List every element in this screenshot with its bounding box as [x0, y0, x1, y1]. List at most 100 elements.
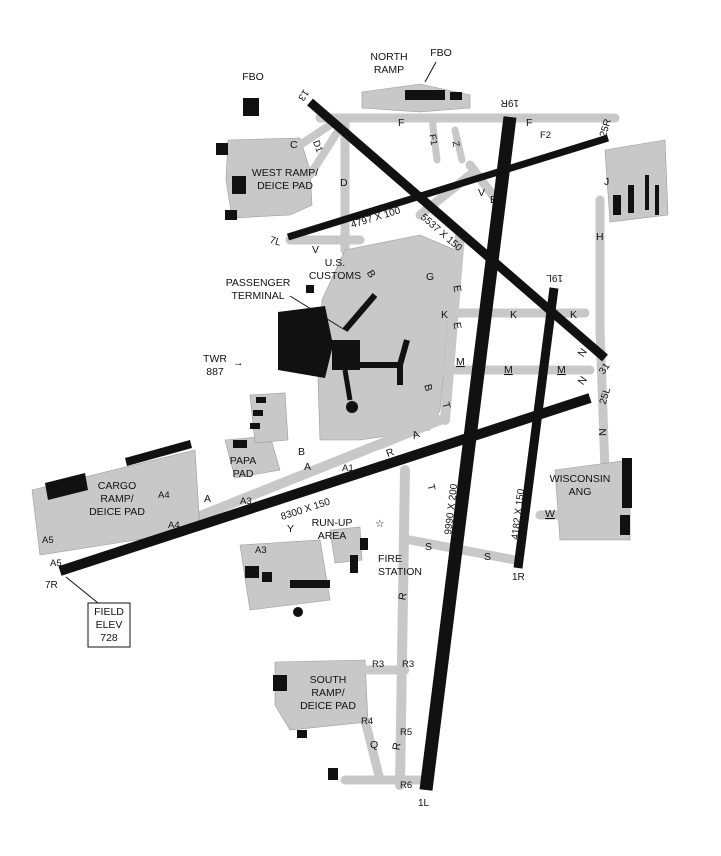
twy-label-r3-1: R3: [372, 659, 384, 670]
south-ramp-building-2: [297, 730, 307, 738]
buildings-layer: [45, 90, 659, 780]
south-building-3: [290, 580, 330, 588]
twy-label-k-west: K: [441, 309, 448, 321]
twy-label-n-east2: N: [576, 374, 590, 387]
west-ramp-label-1: WEST RAMP/: [252, 167, 318, 179]
twy-label-a1: A1: [342, 463, 354, 474]
field-elevation-pointer: [65, 576, 99, 604]
twy-label-a5-2: A5: [50, 558, 62, 569]
fbo-north-pointer: [424, 61, 437, 83]
south-building-1: [245, 566, 259, 578]
runway-end-19l: 19L: [546, 272, 563, 283]
south-ramp-label-1: SOUTH: [310, 674, 347, 686]
runup-area-apron: [329, 526, 363, 564]
twy-label-d1: D1: [310, 139, 324, 154]
twy-label-a-cargo: A: [204, 493, 211, 505]
field-elevation-label-1: FIELD: [94, 606, 124, 618]
runway-7r-25l: [58, 393, 592, 576]
twy-label-a4-2: A4: [168, 520, 180, 531]
taxiway-e-vertical: [440, 230, 465, 425]
twy-label-v-mid: V: [478, 187, 485, 199]
twy-label-r-north: R: [385, 446, 397, 460]
runway-end-25r: 25R: [598, 118, 614, 139]
cargo-ramp-label-3: DEICE PAD: [89, 506, 145, 518]
runway-1l-19r: [419, 116, 517, 791]
twy-label-r3-2: R3: [402, 659, 414, 670]
cargo-building-2: [125, 440, 192, 466]
taxiway-r-north: [375, 415, 445, 450]
south-mid-apron: [239, 539, 331, 611]
twy-label-r-mid: R: [396, 591, 409, 601]
wisconsin-ang-label-2: ANG: [569, 486, 592, 498]
twy-label-e-north: E: [490, 194, 497, 206]
runway-13-31: [307, 98, 608, 362]
papa-pad-label-1: PAPA: [230, 455, 256, 467]
twy-label-a-north: A: [411, 428, 422, 442]
tower-label-2: 887: [206, 366, 224, 378]
ang-building-1: [622, 458, 632, 508]
customs-label-2: CUSTOMS: [309, 270, 361, 282]
twy-label-a4-1: A4: [158, 490, 170, 501]
twy-label-r4: R4: [361, 716, 373, 727]
twy-label-f-east: F: [526, 117, 532, 129]
west-fbo-building: [243, 98, 259, 116]
twy-label-f1: F1: [426, 133, 439, 146]
twy-label-j: J: [604, 176, 609, 188]
tower-arrow: →: [233, 357, 244, 369]
west-ramp-building-1: [216, 143, 228, 155]
twy-label-g: G: [426, 271, 434, 283]
twy-label-v-west: V: [312, 244, 319, 256]
east-building-2: [628, 185, 634, 213]
cargo-ramp-label-1: CARGO: [98, 480, 137, 492]
wisconsin-ang-apron: [554, 459, 631, 541]
field-elevation-label-3: 728: [100, 632, 118, 644]
twy-label-h: H: [596, 231, 604, 243]
taxiway-r-south: [395, 465, 410, 790]
twy-label-r5: R5: [400, 727, 412, 738]
twy-label-a3-south: A3: [255, 545, 267, 556]
north-ramp-label-2: RAMP: [374, 64, 404, 76]
passenger-terminal-label-1: PASSENGER: [226, 277, 291, 289]
runway-end-13: 13: [295, 87, 311, 103]
twy-label-n-east3: N: [597, 428, 609, 436]
west-ramp-building-2: [232, 176, 246, 194]
twy-label-a-papa: A: [304, 461, 311, 473]
taxiway-c: [296, 121, 334, 149]
field-elevation-label-2: ELEV: [96, 619, 123, 631]
twy-label-t-south: T: [424, 483, 437, 493]
taxiway-z: [451, 126, 466, 164]
twy-label-c: C: [290, 139, 298, 151]
twy-label-t-north: T: [439, 401, 452, 411]
customs-building: [306, 285, 314, 293]
twy-label-m-mid: M: [504, 364, 513, 376]
runup-area-label-2: AREA: [318, 530, 347, 542]
twy-label-b-papa: B: [298, 446, 305, 458]
pavement-layer: [31, 83, 669, 790]
south-building-2: [262, 572, 272, 582]
fbo-north-label: FBO: [430, 47, 452, 59]
terminal-pointer: [289, 295, 346, 331]
twy-label-m-east: M: [557, 364, 566, 376]
east-building-1: [613, 195, 621, 215]
twy-label-a3: A3: [240, 496, 252, 507]
west-ramp-label-2: DEICE PAD: [257, 180, 313, 192]
concourse-arm-3: [397, 339, 410, 366]
runway-end-7r: 7R: [45, 580, 58, 591]
papa-hangar-4: [233, 440, 247, 448]
concourse-arm-1: [342, 293, 378, 332]
twy-label-q: Q: [370, 739, 378, 751]
customs-label-1: U.S.: [325, 257, 345, 269]
twy-label-f2: F2: [540, 130, 551, 141]
runways-layer: [58, 98, 610, 791]
east-building-4: [655, 185, 659, 215]
field-elevation-box: [87, 602, 131, 648]
twy-label-s-2: S: [484, 551, 491, 563]
ang-building-2: [620, 515, 630, 535]
twy-label-m-west: M: [456, 356, 465, 368]
twy-label-r6: R6: [400, 780, 412, 791]
wisconsin-ang-label-1: WISCONSIN: [550, 473, 611, 485]
cargo-ramp-label-2: RAMP/: [100, 493, 133, 505]
fire-station-building: [360, 538, 368, 550]
